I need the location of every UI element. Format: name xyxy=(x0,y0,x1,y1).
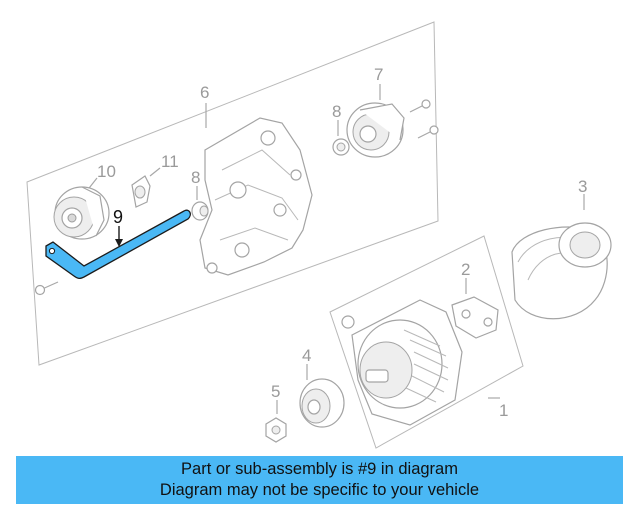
callout-10: 10 xyxy=(97,162,116,181)
callout-6: 6 xyxy=(200,83,209,102)
pulley-shield xyxy=(131,175,151,208)
callout-4: 4 xyxy=(302,346,311,365)
info-banner: Part or sub-assembly is #9 in diagram Di… xyxy=(16,456,623,504)
callout-1: 1 xyxy=(499,401,508,420)
callout-8-upper: 8 xyxy=(332,102,341,121)
banner-line-part: Part or sub-assembly is #9 in diagram xyxy=(181,460,458,478)
callout-9: 9 xyxy=(113,207,123,227)
alternator-cover xyxy=(511,222,612,320)
callout-3: 3 xyxy=(578,177,587,196)
pulley-nut xyxy=(265,417,287,443)
voltage-regulator xyxy=(451,296,499,339)
callout-2: 2 xyxy=(461,260,470,279)
idler-pulley xyxy=(346,102,405,158)
bolt xyxy=(34,281,59,296)
callout-5: 5 xyxy=(271,382,280,401)
bolt xyxy=(417,125,439,139)
callout-7: 7 xyxy=(374,65,383,84)
parts-diagram: 6 7 8 8 10 11 9 3 2 1 4 5 xyxy=(26,21,612,449)
alternator-pulley xyxy=(299,378,345,428)
tensioner-pulley xyxy=(53,186,110,240)
alternator-group-panel xyxy=(329,235,524,449)
callout-8-lower: 8 xyxy=(191,168,200,187)
mounting-bracket xyxy=(199,117,313,276)
alternator xyxy=(341,299,463,426)
highlighted-part-9 xyxy=(45,209,191,280)
tension-rod xyxy=(45,209,191,280)
callout-11: 11 xyxy=(161,152,179,171)
bracket-group-panel xyxy=(26,21,439,366)
dust-cap-upper xyxy=(332,138,350,156)
banner-line-disclaimer: Diagram may not be specific to your vehi… xyxy=(159,481,480,499)
dust-cap-lower xyxy=(191,201,209,221)
bolt xyxy=(409,99,431,113)
